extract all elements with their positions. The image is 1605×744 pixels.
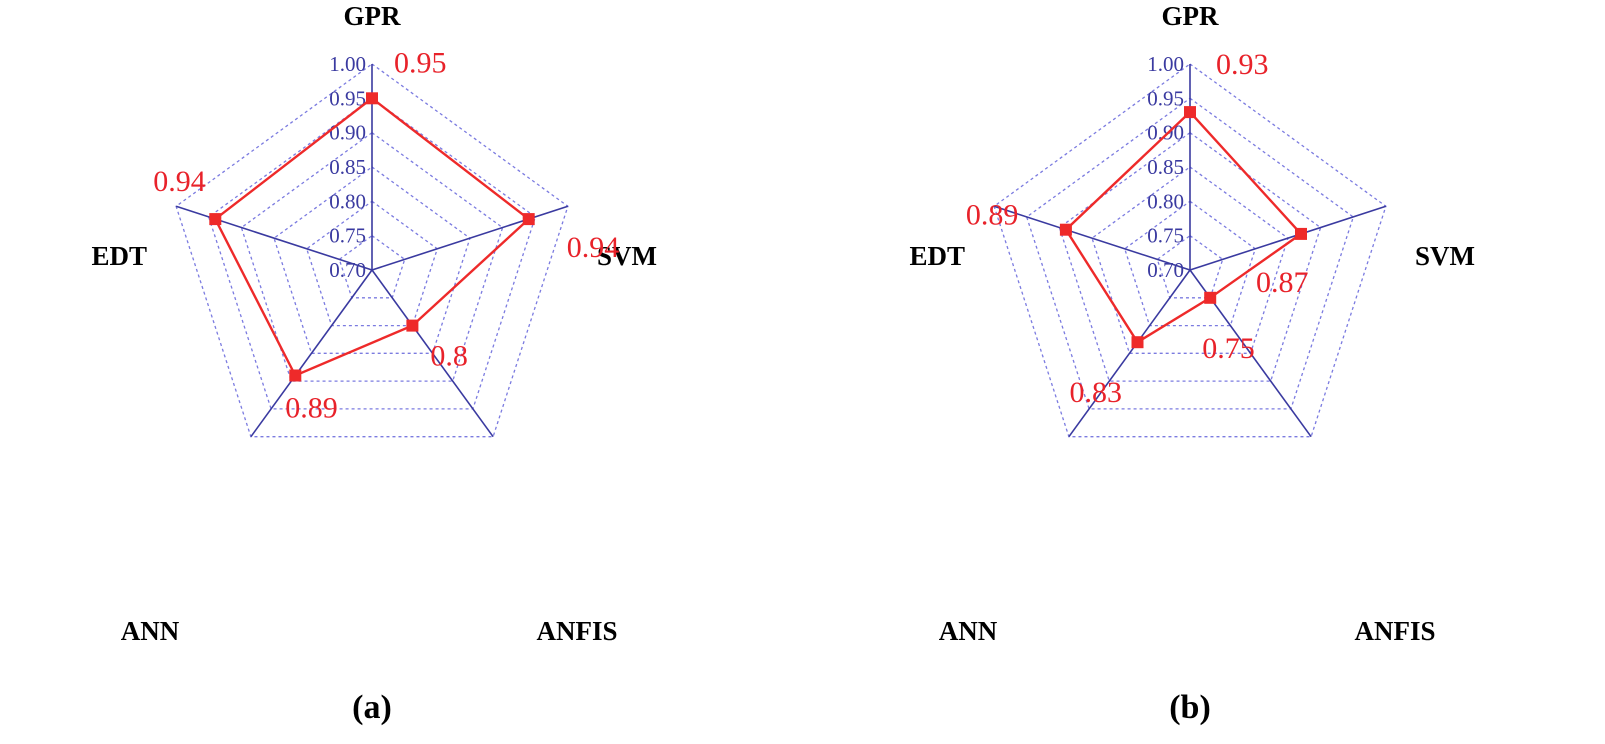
chart-a-axis-label-ann: ANN bbox=[121, 616, 180, 646]
chart-b-tick-label-0-70: 0.70 bbox=[1147, 258, 1184, 282]
chart-a-marker-edt bbox=[209, 213, 222, 226]
chart-b-marker-gpr bbox=[1184, 106, 1196, 119]
chart-b-marker-edt bbox=[1059, 223, 1072, 236]
chart-b-tick-label-0-80: 0.80 bbox=[1147, 189, 1184, 213]
chart-b-tick-label-0-85: 0.85 bbox=[1147, 155, 1184, 179]
chart-b-tick-label-1-00: 1.00 bbox=[1147, 52, 1184, 76]
chart-a-tick-label-0-90: 0.90 bbox=[329, 121, 366, 145]
chart-a-marker-anfis bbox=[406, 319, 419, 332]
chart-a-axis-label-gpr: GPR bbox=[344, 1, 401, 31]
chart-b-axis-label-edt: EDT bbox=[909, 241, 965, 271]
chart-b-marker-anfis bbox=[1204, 291, 1217, 304]
chart-a-tick-label-0-75: 0.75 bbox=[329, 224, 366, 248]
chart-a-data-label-svm: 0.94 bbox=[567, 231, 620, 264]
chart-b-grid-ring-0-95 bbox=[1025, 97, 1355, 410]
chart-a-tick-label-0-80: 0.80 bbox=[329, 189, 366, 213]
chart-b-axis-label-svm: SVM bbox=[1415, 241, 1475, 271]
chart-a-spoke-svm bbox=[371, 205, 569, 271]
chart-a-marker-ann bbox=[289, 369, 302, 382]
chart-a-series-line bbox=[213, 96, 531, 378]
chart-a-spoke-edt bbox=[175, 205, 373, 271]
chart-b-tick-label-0-95: 0.95 bbox=[1147, 86, 1184, 110]
chart-a-tick-label-0-85: 0.85 bbox=[329, 155, 366, 179]
chart-b-data-label-ann: 0.83 bbox=[1070, 376, 1123, 409]
chart-b-grid-ring-0-85 bbox=[1091, 166, 1289, 354]
chart-a-data-label-gpr: 0.95 bbox=[394, 46, 447, 79]
chart-a-axis-label-svm: SVM bbox=[597, 241, 657, 271]
chart-b-data-label-gpr: 0.93 bbox=[1216, 48, 1269, 81]
chart-a-spoke-anfis bbox=[371, 269, 494, 438]
chart-a-axis-label-edt: EDT bbox=[91, 241, 147, 271]
chart-b-spoke-ann bbox=[1068, 269, 1191, 438]
chart-b-tick-label-0-75: 0.75 bbox=[1147, 224, 1184, 248]
chart-a-tick-label-0-70: 0.70 bbox=[329, 258, 366, 282]
chart-a-axis-label-anfis: ANFIS bbox=[536, 616, 617, 646]
chart-a-marker-gpr bbox=[366, 92, 378, 105]
chart-a-tick-label-1-00: 1.00 bbox=[329, 52, 366, 76]
chart-b-axis-label-gpr: GPR bbox=[1162, 1, 1219, 31]
chart-a-grid-ring-0-95 bbox=[207, 97, 537, 410]
chart-a-panel-label: (a) bbox=[352, 689, 392, 726]
chart-a-grid-ring-0-80 bbox=[305, 200, 439, 327]
chart-b-marker-svm bbox=[1295, 227, 1307, 240]
chart-b-axis-label-anfis: ANFIS bbox=[1354, 616, 1435, 646]
chart-a-marker-svm bbox=[522, 213, 535, 226]
chart-b-grid-ring-0-75 bbox=[1156, 234, 1224, 299]
chart-b-data-label-svm: 0.87 bbox=[1256, 266, 1309, 299]
chart-a-grid-ring-0-85 bbox=[273, 166, 471, 354]
chart-a-data-label-ann: 0.89 bbox=[285, 392, 338, 425]
chart-a-grid-ring-1-00 bbox=[175, 63, 569, 438]
chart-b-marker-ann bbox=[1131, 336, 1144, 349]
chart-b-panel-label: (b) bbox=[1169, 689, 1211, 726]
chart-b-data-label-edt: 0.89 bbox=[966, 199, 1019, 232]
chart-b-axis-label-ann: ANN bbox=[939, 616, 998, 646]
chart-a-grid-ring-0-75 bbox=[338, 234, 406, 299]
chart-b-grid-ring-1-00 bbox=[993, 63, 1387, 438]
chart-a-grid-ring-0-90 bbox=[240, 131, 504, 382]
chart-a-spoke-ann bbox=[250, 269, 373, 438]
chart-b-data-label-anfis: 0.75 bbox=[1202, 332, 1255, 365]
chart-b-spoke-svm bbox=[1189, 205, 1387, 271]
chart-a-data-label-anfis: 0.8 bbox=[430, 340, 468, 373]
chart-b-spoke-edt bbox=[993, 205, 1191, 271]
chart-b-series-line bbox=[1064, 110, 1303, 344]
chart-b-grid-ring-0-80 bbox=[1123, 200, 1257, 327]
chart-a-data-label-edt: 0.94 bbox=[153, 165, 206, 198]
chart-b-grid-ring-0-90 bbox=[1058, 131, 1322, 382]
